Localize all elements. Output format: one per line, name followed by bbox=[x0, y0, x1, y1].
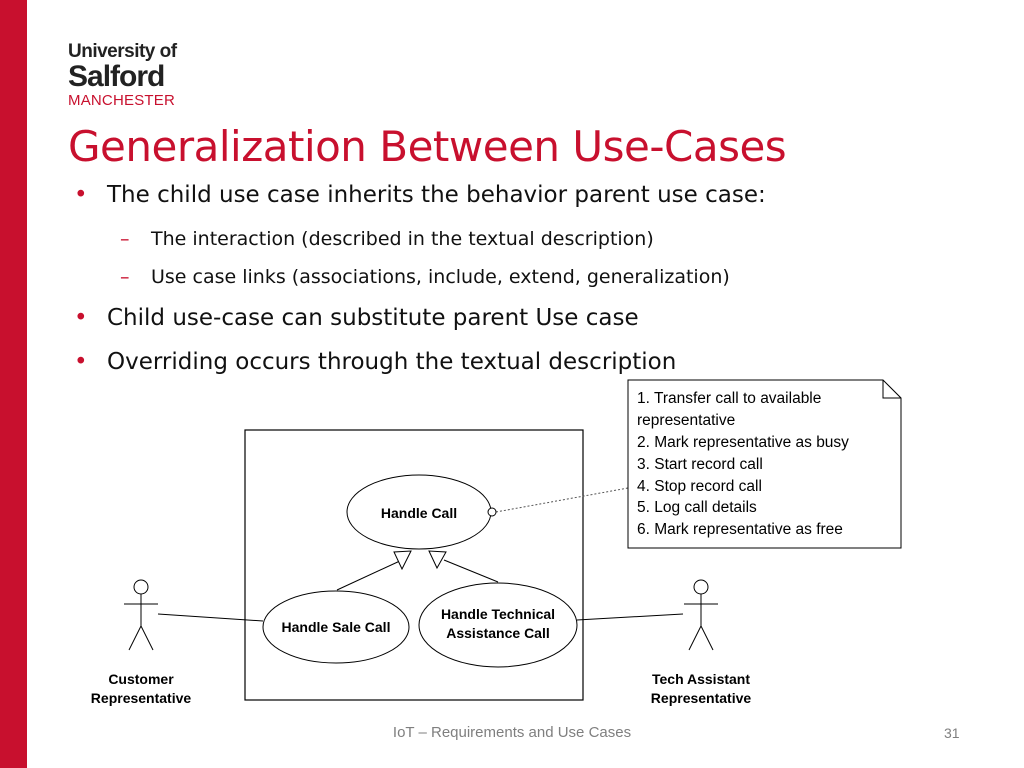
actor-tech-assistant-representative bbox=[684, 579, 718, 651]
note-anchor-circle bbox=[487, 507, 497, 517]
actor-label-right-line-2: Representative bbox=[651, 690, 752, 706]
logo-line-2: Salford bbox=[68, 60, 165, 93]
system-boundary bbox=[244, 429, 584, 701]
note-connector bbox=[495, 487, 629, 513]
use-case-label-handle-sale-call: Handle Sale Call bbox=[282, 619, 391, 635]
generalization-line-sale bbox=[336, 559, 403, 591]
bullet-2-text: Child use-case can substitute parent Use… bbox=[107, 305, 639, 331]
page-number: 31 bbox=[944, 725, 960, 741]
generalization-line-tech bbox=[443, 559, 499, 583]
slide-title: Generalization Between Use-Cases bbox=[68, 122, 787, 171]
actor-customer-representative bbox=[124, 579, 158, 651]
note-box bbox=[627, 379, 902, 549]
bullet-marker: • bbox=[74, 182, 88, 208]
use-case-label-tech-line-2: Assistance Call bbox=[446, 625, 550, 641]
note-line: representative bbox=[637, 412, 736, 429]
use-case-label-tech-line-1: Handle Technical bbox=[441, 606, 555, 622]
association-tech-assistant bbox=[576, 613, 684, 621]
left-accent-bar bbox=[0, 0, 27, 768]
note-line: 2. Mark representative as busy bbox=[637, 434, 849, 451]
generalization-arrowhead-sale bbox=[393, 550, 412, 571]
note-fold bbox=[882, 380, 901, 399]
bullet-marker: • bbox=[74, 349, 88, 375]
note-line: 3. Start record call bbox=[637, 456, 763, 473]
actor-label-right-line-1: Tech Assistant bbox=[652, 671, 750, 687]
bullet-marker: • bbox=[74, 305, 88, 331]
slide-footer: IoT – Requirements and Use Cases bbox=[392, 724, 632, 741]
use-case-label-handle-call: Handle Call bbox=[381, 505, 457, 521]
bullet-3-text: Overriding occurs through the textual de… bbox=[107, 349, 677, 375]
bullet-1-text: The child use case inherits the behavior… bbox=[107, 182, 766, 208]
note-line: 6. Mark representative as free bbox=[637, 521, 843, 538]
logo-line-3: MANCHESTER bbox=[68, 92, 176, 109]
generalization-arrowhead-tech bbox=[428, 550, 447, 570]
use-case-handle-technical-assistance-call bbox=[418, 582, 578, 668]
actor-label-left-line-2: Representative bbox=[91, 690, 192, 706]
sub-bullet-1-text: The interaction (described in the textua… bbox=[151, 228, 654, 250]
note-line: 5. Log call details bbox=[637, 499, 757, 516]
association-customer bbox=[157, 613, 264, 622]
logo-line-1: University of bbox=[68, 41, 177, 62]
note-line: 4. Stop record call bbox=[637, 478, 762, 495]
use-case-handle-sale-call bbox=[262, 590, 410, 664]
sub-bullet-marker: – bbox=[120, 228, 130, 250]
actor-label-left-line-1: Customer bbox=[108, 671, 174, 687]
note-line: 1. Transfer call to available bbox=[637, 390, 822, 407]
university-logo: University of Salford MANCHESTER bbox=[68, 42, 177, 110]
sub-bullet-marker: – bbox=[120, 266, 130, 288]
sub-bullet-2-text: Use case links (associations, include, e… bbox=[151, 266, 730, 288]
